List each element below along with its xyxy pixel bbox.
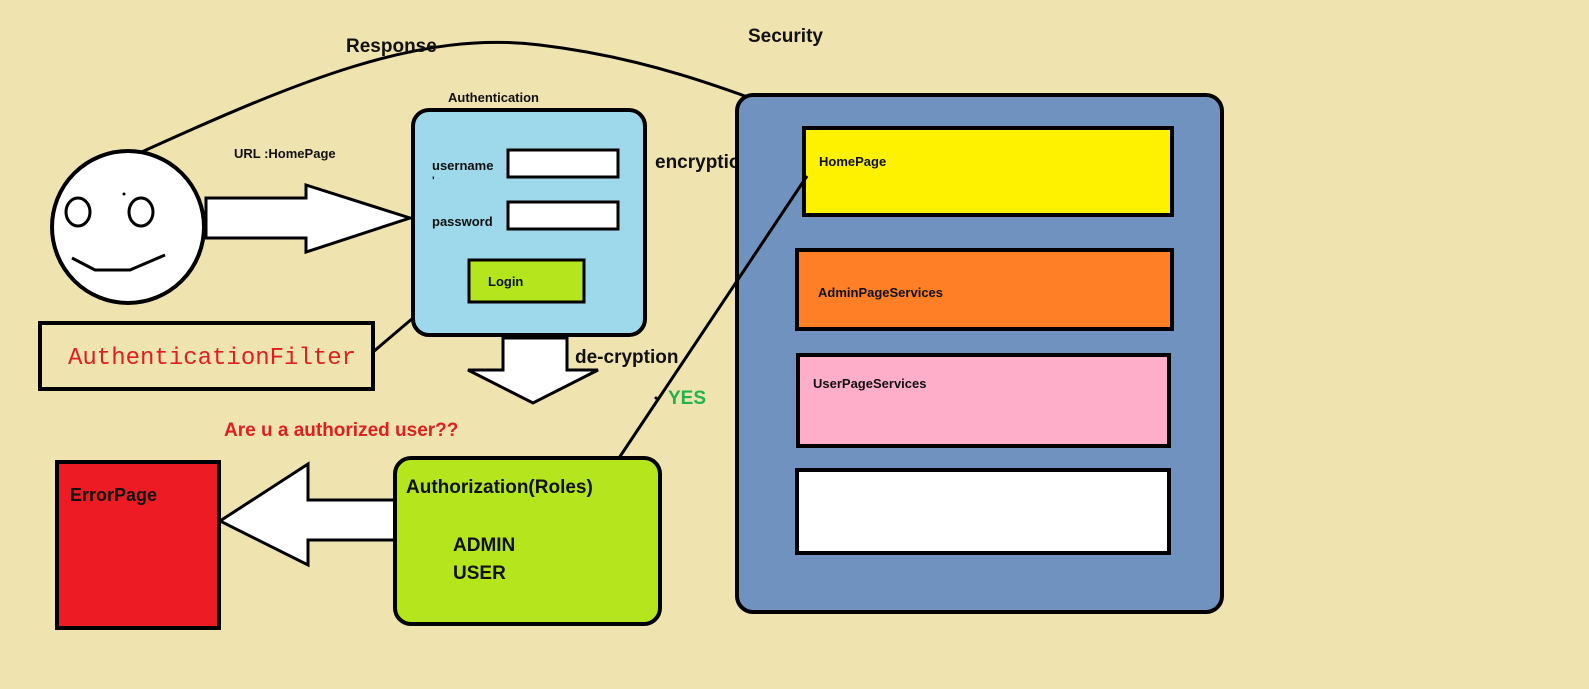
authorization-title: Authorization(Roles) xyxy=(406,477,593,498)
homepage-box[interactable] xyxy=(802,126,1174,217)
user-page-services-box[interactable] xyxy=(796,353,1171,448)
decryption-label: de-cryption xyxy=(575,347,678,368)
denied-arrow xyxy=(216,461,398,568)
security-label: Security xyxy=(748,26,823,47)
role-admin-label: ADMIN xyxy=(453,535,515,556)
smiley-face-icon xyxy=(50,149,206,305)
admin-page-services-box[interactable] xyxy=(795,248,1174,331)
username-label: username xyxy=(432,158,493,173)
response-label: Response xyxy=(346,36,437,57)
yes-label: YES xyxy=(668,388,706,409)
decryption-arrow xyxy=(467,336,599,405)
login-button-label: Login xyxy=(488,274,523,289)
encryption-label: encryption xyxy=(655,152,752,173)
authorized-connector xyxy=(617,175,809,459)
authentication-title: Authentication xyxy=(448,90,539,105)
role-user-label: USER xyxy=(453,563,506,584)
username-field[interactable] xyxy=(506,148,620,179)
error-page-label: ErrorPage xyxy=(70,485,157,505)
filter-connector xyxy=(372,316,414,354)
authentication-filter-box xyxy=(38,321,375,391)
user-page-services-label: UserPageServices xyxy=(813,376,926,391)
error-page-box xyxy=(55,460,221,630)
admin-page-services-label: AdminPageServices xyxy=(818,285,943,300)
password-label: password xyxy=(432,214,493,229)
url-label: URL :HomePage xyxy=(234,146,336,161)
svg-text:': ' xyxy=(432,175,435,187)
password-field[interactable] xyxy=(506,200,620,231)
authentication-filter-label: AuthenticationFilter xyxy=(68,345,356,372)
request-arrow xyxy=(204,182,415,255)
homepage-label: HomePage xyxy=(819,154,886,169)
authorization-box xyxy=(393,456,662,626)
empty-service-box xyxy=(795,468,1171,555)
question-label: Are u a authorized user?? xyxy=(224,420,458,441)
login-button[interactable] xyxy=(467,258,586,304)
response-arc xyxy=(134,40,831,157)
